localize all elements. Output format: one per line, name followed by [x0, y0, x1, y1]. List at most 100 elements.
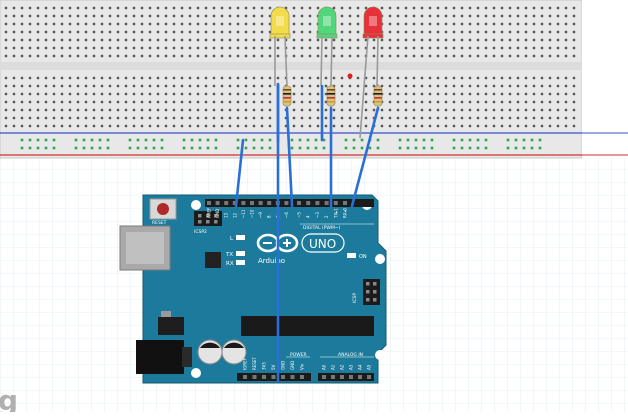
- header-pin-label: ~10: [250, 209, 255, 218]
- header-pin: [306, 201, 311, 205]
- power-pin-label: GND: [281, 361, 286, 370]
- header-pin-label: ~6: [284, 212, 289, 218]
- icsp2-label: ICSP2: [194, 229, 207, 235]
- header-pin-label: 8: [267, 215, 272, 218]
- analog-in-label: ANALOG IN: [338, 352, 363, 358]
- on-led: [347, 253, 356, 258]
- power-pin-label: 3V3: [262, 362, 267, 370]
- power-header-labels: IOREF RESET 3V3 5V GND GND Vin: [243, 357, 305, 370]
- resistor: [282, 84, 292, 108]
- header-pin: [267, 201, 272, 205]
- header-pin-label: 2: [324, 215, 329, 218]
- icsp-label: ICSP: [352, 293, 358, 303]
- breadboard-edge: [582, 0, 628, 158]
- header-pin: [297, 201, 301, 205]
- header-pin: [215, 201, 220, 205]
- icsp2-pin: [214, 214, 218, 218]
- resistor: [373, 84, 383, 108]
- icsp-pin: [373, 282, 377, 286]
- analog-pin: [340, 375, 344, 379]
- icsp2-pin: [198, 214, 202, 218]
- analog-pin: [331, 375, 335, 379]
- analog-pin: [322, 375, 326, 379]
- power-pin-label: Vin: [300, 363, 305, 370]
- digital-pwm-label: DIGITAL (PWM~): [303, 225, 341, 231]
- icsp2-pin: [214, 220, 218, 224]
- l-led-label: L: [230, 236, 234, 242]
- uno-badge: [301, 233, 345, 253]
- led-yellow: [269, 6, 291, 39]
- breadboard: [0, 0, 583, 159]
- watermark-text: g: [0, 384, 18, 412]
- analog-pin: [367, 375, 371, 379]
- icsp-pin: [373, 290, 377, 294]
- digital-header-pins: [207, 201, 347, 205]
- header-pin: [224, 201, 229, 205]
- center-channel: [0, 62, 582, 70]
- header-pin: [232, 201, 237, 205]
- header-pin-label: RX◂0: [343, 207, 348, 218]
- analog-pin-label: A5: [367, 364, 372, 370]
- power-pin-label: IOREF: [243, 357, 248, 370]
- header-pin: [324, 201, 329, 205]
- reset-button-cap: [157, 203, 169, 215]
- analog-pin-label: A2: [340, 364, 345, 370]
- led-legs: [274, 35, 379, 139]
- rx-led-label: RX: [226, 261, 234, 267]
- power-pin-label: RESET: [252, 357, 257, 370]
- power-pin: [243, 375, 247, 379]
- mounting-hole: [375, 350, 385, 360]
- power-pin: [290, 375, 295, 379]
- regulator-tab: [161, 311, 171, 319]
- icsp2-pin: [206, 220, 210, 224]
- usb-chip: [205, 252, 221, 268]
- tx-led: [236, 251, 245, 256]
- arduino-logo-text: Arduino: [258, 257, 285, 265]
- power-pin-label: 5V: [271, 364, 276, 370]
- reset-label: RESET: [152, 220, 167, 226]
- wire-gnd-rail: [234, 138, 245, 208]
- header-pin: [207, 201, 211, 205]
- power-rail-holes: [20, 138, 542, 150]
- power-pin-label: GND: [290, 361, 295, 370]
- analog-pin-label: A4: [358, 364, 363, 370]
- analog-pin-label: A3: [349, 364, 354, 370]
- header-pin: [258, 201, 263, 205]
- tx-led-label: TX: [225, 252, 233, 258]
- header-pin-label: ~9: [258, 212, 263, 218]
- on-led-label: ON: [359, 254, 367, 260]
- wire-pin-11: [285, 106, 294, 208]
- mounting-hole: [191, 200, 201, 210]
- capacitor-1: [197, 339, 223, 365]
- header-pin: [343, 201, 347, 205]
- icsp2-pin: [198, 220, 202, 224]
- analog-pin-label: A0: [322, 364, 327, 370]
- header-pin: [241, 201, 246, 205]
- led-red: [362, 6, 384, 39]
- header-pin-label: TX▸1: [333, 208, 338, 219]
- header-pin-label: GND: [215, 209, 220, 218]
- power-jack: [136, 340, 184, 374]
- header-pin: [250, 201, 254, 205]
- uno-label: UNO: [309, 237, 336, 251]
- l-led: [236, 235, 245, 240]
- header-pin-label: 13: [224, 212, 229, 218]
- header-pin-label: ~3: [315, 212, 320, 218]
- regulator: [158, 317, 184, 335]
- header-pin: [315, 201, 320, 205]
- power-pin: [281, 375, 285, 379]
- header-pin-label: ~5: [297, 212, 302, 218]
- icsp-pin: [373, 298, 377, 302]
- resistors: [282, 84, 383, 108]
- icsp2-pin: [206, 214, 210, 218]
- resistor: [326, 84, 336, 108]
- capacitor-2: [221, 339, 247, 365]
- header-pin-label: 12: [232, 212, 237, 218]
- power-label: POWER: [290, 352, 307, 358]
- icsp-pin: [366, 290, 370, 294]
